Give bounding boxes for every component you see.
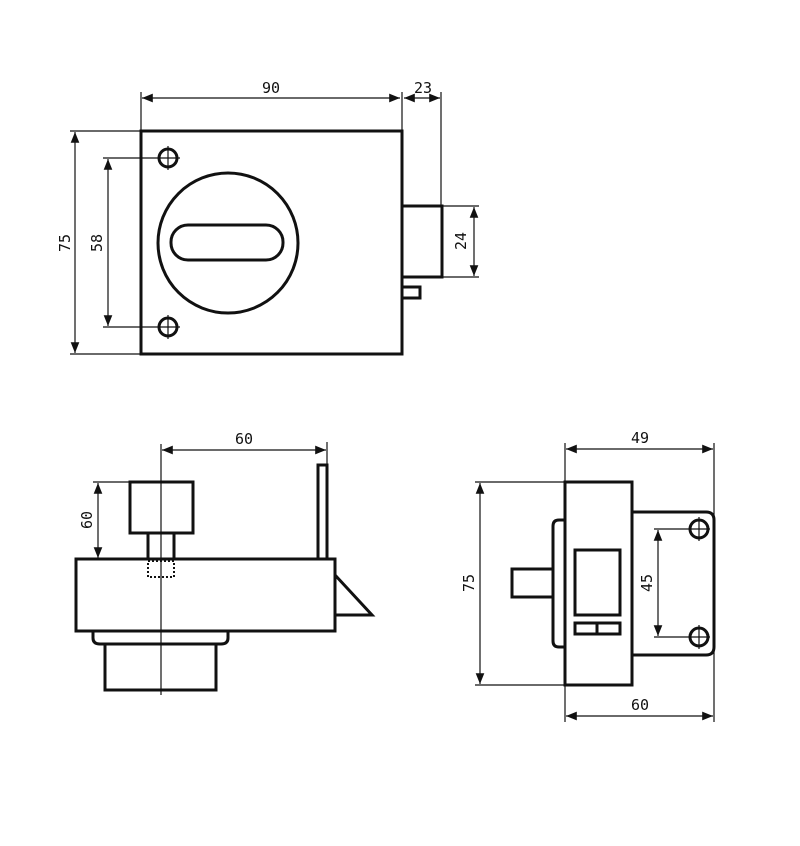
lock-body-end: [563, 480, 634, 687]
dim-height-label: 75: [56, 234, 74, 252]
screw-hole-top: [103, 146, 180, 170]
end-view: 49 60 75 45: [460, 429, 716, 722]
spindle: [510, 567, 555, 599]
side-view: 60 60: [74, 430, 376, 695]
lock-body: [139, 129, 404, 356]
latch-tab: [400, 285, 422, 300]
rosette: [156, 171, 300, 315]
screw-hole-bottom: [103, 315, 180, 339]
window: [573, 548, 622, 617]
dim-bottom-width-label: 60: [631, 696, 649, 714]
dim-top-width-label: 49: [631, 429, 649, 447]
dim-bolt-projection-label: 23: [414, 79, 432, 97]
dim-cylinder-height-label: 60: [78, 511, 96, 529]
dim-hole-spacing-label: 58: [88, 234, 106, 252]
dim-bolt-height-label: 24: [452, 232, 470, 250]
keeper-hole-top: [654, 517, 710, 541]
dim-width-label: 90: [262, 79, 280, 97]
dim-keeper-holes-label: 45: [638, 574, 656, 592]
bolt: [400, 204, 444, 279]
lock-body-side: [74, 557, 337, 633]
dim-depth-label: 60: [235, 430, 253, 448]
latch-bevel: [333, 573, 376, 617]
dim-end-height-label: 75: [460, 574, 478, 592]
front-view: 90 23 75 58 24: [56, 79, 479, 356]
strike-tab: [316, 463, 329, 561]
key-slot: [169, 223, 285, 262]
side-flange: [551, 518, 565, 649]
keeper-hole-bottom: [654, 625, 710, 649]
